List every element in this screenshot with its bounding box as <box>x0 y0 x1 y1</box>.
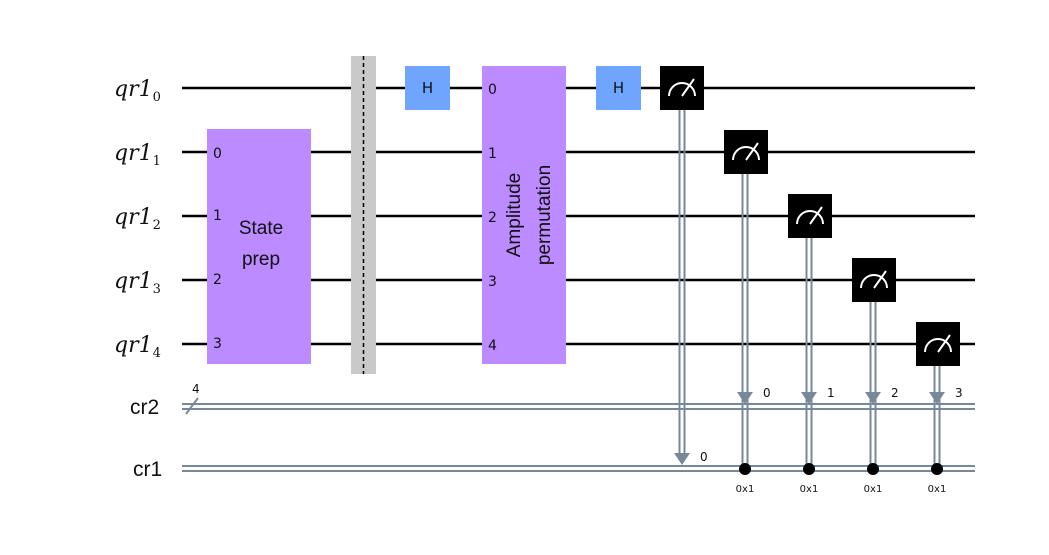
measure-2-arrowhead <box>801 392 817 404</box>
condition-label-2: 0x1 <box>800 484 819 495</box>
state-prep-label-line-2: prep <box>242 249 280 270</box>
measure-box-0 <box>660 66 704 110</box>
amplitude-permutation-box <box>482 66 566 364</box>
barrier-shade <box>351 56 376 374</box>
hadamard-label-1: H <box>422 79 433 97</box>
measure-0-bit-label: 0 <box>700 450 708 464</box>
amp-perm-port-2: 2 <box>488 210 497 226</box>
condition-label-3: 0x1 <box>864 484 883 495</box>
state-prep-port-3: 3 <box>213 336 222 352</box>
condition-label-1: 0x1 <box>736 484 755 495</box>
meter-icon <box>860 274 888 289</box>
measurement-qubit-2: 1 0x1 <box>788 194 835 495</box>
condition-dot-3 <box>867 463 879 475</box>
meter-icon <box>668 82 696 97</box>
qubit-label-0: qr10 <box>114 77 161 105</box>
measurement-qubit-0: 0 <box>660 66 708 465</box>
hadamard-gate-1: H <box>405 66 450 110</box>
measure-1-arrowhead <box>737 392 753 404</box>
state-prep-port-1: 1 <box>213 208 222 224</box>
state-prep-port-2: 2 <box>213 272 222 288</box>
measure-box-1 <box>724 130 768 174</box>
hadamard-box-2 <box>596 66 641 110</box>
cr2-label: cr2 <box>130 396 159 419</box>
measure-3-arrowhead <box>865 392 881 404</box>
qubit-label-2: qr12 <box>114 205 161 233</box>
qubit-label-1: qr11 <box>114 141 161 169</box>
amp-perm-port-0: 0 <box>488 82 497 98</box>
state-prep-label-line-1: State <box>239 218 283 239</box>
measure-1-bit-label: 0 <box>763 386 771 400</box>
amp-perm-label-line-1: Amplitude <box>504 173 525 258</box>
meter-icon <box>924 338 952 353</box>
amp-perm-port-1: 1 <box>488 146 497 162</box>
measurement-qubit-1: 0 0x1 <box>724 130 771 495</box>
measure-2-bit-label: 1 <box>827 386 835 400</box>
amplitude-permutation-gate: 0 1 2 3 4 Amplitude permutation <box>482 66 566 364</box>
measure-box-2 <box>788 194 832 238</box>
cr1-label: cr1 <box>133 458 162 481</box>
qubit-wires <box>182 86 975 346</box>
state-prep-gate: 0 1 2 3 State prep <box>207 129 311 364</box>
qubit-label-3: qr13 <box>114 269 161 297</box>
register-labels: qr10 qr11 qr12 qr13 qr14 cr2 cr1 <box>114 77 162 481</box>
measure-4-bit-label: 3 <box>955 386 963 400</box>
measure-box-4 <box>916 322 960 366</box>
measure-0-arrowhead <box>674 453 690 465</box>
meter-icon <box>732 146 760 161</box>
condition-dot-2 <box>803 463 815 475</box>
amp-perm-port-4: 4 <box>488 338 497 354</box>
amp-perm-port-3: 3 <box>488 274 497 290</box>
measure-box-3 <box>852 258 896 302</box>
meter-needle-icon <box>937 334 951 353</box>
meter-icon <box>796 210 824 225</box>
barrier <box>351 56 376 374</box>
state-prep-box <box>207 129 311 364</box>
hadamard-box-1 <box>405 66 450 110</box>
state-prep-port-0: 0 <box>213 146 222 162</box>
measure-4-arrowhead <box>929 392 945 404</box>
hadamard-label-2: H <box>613 79 624 97</box>
amp-perm-label-line-2: permutation <box>534 165 555 265</box>
cr2-width-label: 4 <box>192 382 200 396</box>
qubit-label-4: qr14 <box>114 333 161 361</box>
hadamard-gate-2: H <box>596 66 641 110</box>
meter-needle-icon <box>745 142 759 161</box>
measure-3-bit-label: 2 <box>891 386 899 400</box>
meter-needle-icon <box>681 78 695 97</box>
cr2-bundle-slash <box>185 397 199 415</box>
classical-wires: 4 <box>182 382 975 472</box>
condition-dot-4 <box>931 463 943 475</box>
condition-label-4: 0x1 <box>928 484 947 495</box>
meter-needle-icon <box>809 206 823 225</box>
measurement-qubit-4: 3 0x1 <box>916 322 963 495</box>
meter-needle-icon <box>873 270 887 289</box>
condition-dot-1 <box>739 463 751 475</box>
measurement-qubit-3: 2 0x1 <box>852 258 899 495</box>
